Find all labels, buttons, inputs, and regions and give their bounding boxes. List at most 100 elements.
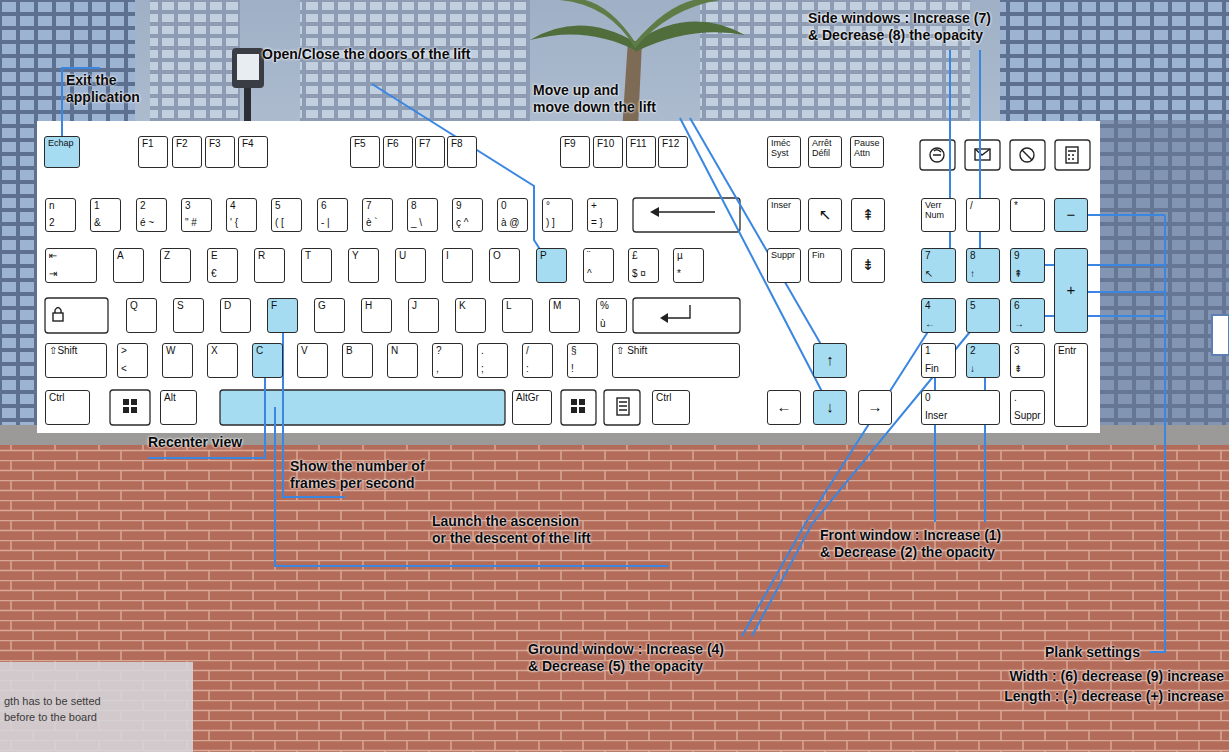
key-label: Y: [352, 251, 359, 262]
key-label: ( [: [275, 218, 284, 229]
keyboard-key: 7è `: [362, 198, 393, 232]
key-label: ↑: [826, 352, 834, 368]
key-icon: [55, 308, 61, 314]
keyboard-key: 1&: [90, 198, 121, 232]
keyboard-key: B: [342, 343, 373, 378]
key-label: Inser: [925, 411, 947, 422]
key-label: 1: [94, 201, 100, 212]
key-label: 6: [321, 201, 327, 212]
key-label: 4: [230, 201, 236, 212]
key-label: ←: [777, 399, 792, 415]
key-label: +: [591, 201, 597, 212]
keyboard-key: W: [162, 343, 193, 378]
keyboard-key: L: [502, 298, 533, 333]
key-label: .: [1014, 393, 1017, 404]
keyboard-key: F6: [383, 136, 413, 168]
key-icon: [975, 149, 990, 155]
keyboard-key: ↖: [808, 198, 842, 232]
keyboard-key: AltGr: [512, 390, 552, 425]
callout-text: Show the number of frames per second: [290, 458, 490, 492]
key-icon: [579, 399, 585, 405]
keyboard-key: G: [314, 298, 345, 333]
key-label: n: [49, 201, 55, 212]
key-label: 7: [925, 251, 931, 262]
key-label: O: [493, 251, 501, 262]
key-icon: [975, 149, 990, 160]
key-label: é ~: [140, 218, 154, 229]
key-label: I: [446, 251, 449, 262]
keyboard-key: Pause Attn: [850, 136, 884, 168]
keyboard-key: I: [442, 248, 473, 283]
key-icon: [131, 399, 137, 405]
keyboard-key: %ù: [596, 298, 627, 333]
key-label: →: [868, 399, 883, 415]
key-label: ' {: [230, 218, 238, 229]
key-icon: [652, 211, 715, 212]
city-background: [237, 54, 259, 80]
key-label: Ctrl: [656, 393, 672, 404]
keyboard-key: *: [1010, 198, 1045, 232]
keyboard-key: 4←: [921, 298, 956, 333]
keyboard-key: ⇧Shift: [45, 343, 107, 378]
key-label: ù: [600, 319, 606, 330]
keyboard-key: ¨^: [583, 248, 614, 283]
keyboard-key: Arrêt Défil: [808, 136, 842, 168]
key-label: P: [540, 251, 547, 262]
leader-line: [1028, 264, 1165, 266]
key-label: S: [177, 301, 184, 312]
keyboard-key: T: [301, 248, 332, 283]
key-label: −: [1067, 207, 1076, 223]
keyboard-key: U: [395, 248, 426, 283]
key-label: Fin: [812, 251, 825, 261]
callout-text: Recenter view: [148, 434, 242, 451]
leader-line: [1150, 215, 1165, 652]
keyboard-key: F2: [172, 136, 202, 168]
key-label: è `: [366, 218, 378, 229]
key-label: 0: [501, 201, 507, 212]
key-label: €: [211, 269, 217, 280]
key-label: F4: [242, 139, 254, 150]
leader-line: [372, 84, 548, 262]
key-label: 0: [925, 393, 931, 404]
keyboard-key: 2↓: [966, 343, 1000, 378]
keyboard-key: F10: [593, 136, 623, 168]
key-label: !: [571, 364, 574, 375]
key-label: = }: [591, 218, 603, 229]
leader-line: [742, 316, 938, 636]
key-label: $ ¤: [632, 269, 646, 280]
keyboard-key: 6→: [1010, 298, 1045, 333]
keyboard-key: 9ç ^: [452, 198, 483, 232]
key-label: Inser: [771, 201, 791, 211]
keyboard-key: 0à @: [497, 198, 528, 232]
key-label: 9: [1014, 251, 1020, 262]
key-label: °: [546, 201, 550, 212]
keyboard-key: Entr: [1054, 343, 1088, 427]
keyboard-key: 2é ~: [136, 198, 167, 232]
keyboard-key: Ctrl: [45, 390, 90, 425]
key-label: ⇞: [862, 207, 875, 223]
icon-key: [45, 140, 1090, 425]
key-label: F10: [597, 139, 614, 150]
key-label: ⇤: [49, 251, 57, 262]
key-label: ←: [925, 319, 935, 330]
key-label: ↖: [925, 269, 933, 280]
city-background: [635, 0, 720, 48]
key-label: D: [224, 301, 231, 312]
key-label: Iméc Syst: [771, 139, 797, 158]
key-label: C: [256, 346, 263, 357]
keyboard-key: F: [267, 298, 298, 333]
key-label: Entr: [1058, 346, 1076, 357]
keyboard-key: A: [113, 248, 144, 283]
key-label: J: [412, 301, 417, 312]
keyboard-key: K: [455, 298, 486, 333]
city-background: [1000, 0, 1229, 440]
key-label: A: [117, 251, 124, 262]
key-label: 2: [970, 346, 976, 357]
keyboard-key: Fin: [808, 248, 842, 283]
keyboard-key: F8: [447, 136, 477, 168]
leader-line: [62, 50, 1165, 652]
key-label: N: [391, 346, 398, 357]
key-label: 2: [49, 218, 55, 229]
key-label: Verr Num: [925, 201, 952, 220]
key-label: <: [121, 364, 127, 375]
